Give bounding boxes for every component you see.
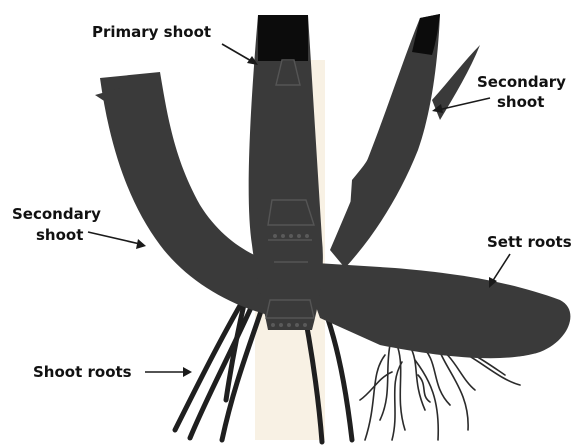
label-secondary-shoot-left-line2: shoot: [36, 226, 83, 244]
label-secondary-shoot-left-line1: Secondary: [12, 205, 101, 223]
label-secondary-shoot-right-line1: Secondary: [477, 73, 566, 91]
label-primary-shoot: Primary shoot: [92, 23, 211, 41]
arrow-primary-shoot: [222, 44, 258, 65]
primary-shoot-tip: [258, 15, 308, 61]
label-secondary-shoot-right-line2: shoot: [497, 93, 544, 111]
label-sett-roots: Sett roots: [487, 233, 572, 251]
arrow-shoot-roots: [145, 367, 192, 377]
arrow-secondary-shoot-left: [88, 232, 146, 249]
sett-stem: [300, 262, 570, 358]
label-shoot-roots: Shoot roots: [33, 363, 132, 381]
